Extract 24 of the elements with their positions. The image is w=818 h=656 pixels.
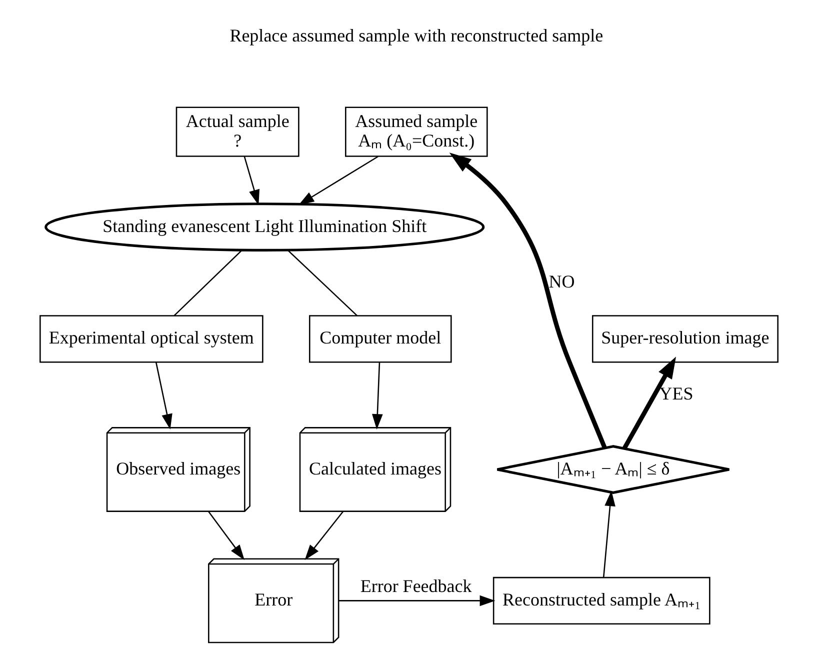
edge-label: Error Feedback [360,576,472,596]
connector [174,250,242,316]
node-box: Reconstructed sample Aₘ₊₁ [492,576,710,624]
arrow [208,511,245,560]
connector [288,250,358,316]
node-ellipse: Standing evanescent Light Illumination Shift [44,202,485,252]
node-box: Actual sample ? [176,106,300,157]
node-box: Experimental optical system [40,315,264,363]
arrow [338,595,496,606]
node-box: Assumed sample Aₘ (A₀=Const.) [345,106,488,157]
arrow [298,156,378,205]
arrow [622,356,676,450]
node-box: Super-resolution image [592,315,778,363]
arrow [244,156,260,206]
arrow [156,362,172,430]
label: Replace assumed sample with reconstructed sample [230,25,604,46]
edge-label: NO [548,272,575,292]
arrow [602,490,616,578]
edge-label: YES [659,384,694,404]
node-box: Computer model [308,315,452,363]
arrow [372,362,383,430]
arrow [304,511,344,560]
node-diamond: |Aₘ₊₁ − Aₘ| ≤ δ [496,445,730,494]
arrow [449,152,607,449]
